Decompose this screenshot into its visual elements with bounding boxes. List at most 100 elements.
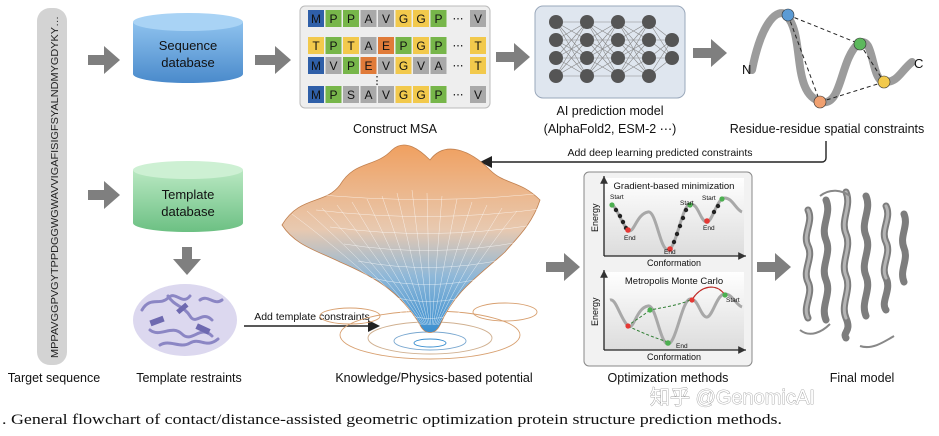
monte-carlo-plot: Metropolis Monte Carlo Energy Conformati… xyxy=(590,270,746,362)
template-structure-image: Template restraints xyxy=(133,284,242,385)
msa-cell-letter: P xyxy=(329,88,337,102)
mesh-line xyxy=(343,241,521,251)
mesh-line xyxy=(315,207,549,217)
msa-cell xyxy=(325,10,342,27)
mc-jumps xyxy=(627,286,726,343)
msa-vertical-dots: ⋮ xyxy=(372,75,383,87)
arrow-seq-to-seqdb xyxy=(88,46,120,74)
panel2-end: End xyxy=(676,343,688,350)
msa-ellipsis: ⋯ xyxy=(453,60,464,72)
msa-cell xyxy=(325,37,342,54)
msa-cell-letter: P xyxy=(434,39,442,53)
network-nodes xyxy=(549,15,679,83)
msa-cell-letter: P xyxy=(434,88,442,102)
optimization-panel: Gradient-based minimization Energy Confo… xyxy=(583,171,753,385)
msa-cell-letter: A xyxy=(364,88,372,102)
panel1-end-c: End xyxy=(703,225,715,232)
network-node xyxy=(549,69,563,83)
network-node xyxy=(642,33,656,47)
mesh-line xyxy=(291,213,421,326)
msa-cell-letter: M xyxy=(311,59,321,73)
mesh-line xyxy=(329,224,535,234)
msa-ellipsis: ⋯ xyxy=(453,89,464,101)
mesh-line xyxy=(411,189,430,326)
msa-cell-letter: P xyxy=(347,59,355,73)
constraints-label: Residue-residue spatial constraints xyxy=(730,122,925,136)
network-edge xyxy=(555,21,588,77)
msa-cell-letter: P xyxy=(329,39,337,53)
network-node xyxy=(580,33,594,47)
msa-cell xyxy=(308,37,324,54)
mesh-line xyxy=(426,192,432,326)
sequence-database-line2: database xyxy=(161,55,215,70)
msa-cell-letter: P xyxy=(434,12,442,26)
network-edge xyxy=(648,39,673,77)
residue-constraints-diagram: N C Residue-residue spatial constraints xyxy=(730,8,925,136)
mesh-line xyxy=(431,195,443,326)
msa-cell xyxy=(430,86,447,103)
network-node xyxy=(580,15,594,29)
msa-tail-cell xyxy=(470,86,486,103)
msa-cell xyxy=(430,37,447,54)
mesh-line xyxy=(357,258,507,268)
potential-surface xyxy=(281,144,541,333)
ai-model-label: AI prediction model xyxy=(556,104,663,118)
energy-landscape: Knowledge/Physics-based potential xyxy=(281,144,563,385)
msa-cell xyxy=(395,10,412,27)
panel2-start: Start xyxy=(726,297,740,304)
c-terminus-label: C xyxy=(914,56,923,71)
msa-cell-letter: T xyxy=(312,39,320,53)
n-terminus-label: N xyxy=(742,62,751,77)
network-node xyxy=(642,51,656,65)
msa-ellipsis: ⋯ xyxy=(453,13,464,25)
ai-model-panel: AI prediction model (AlphaFold2, ESM-2 ⋯… xyxy=(534,5,686,136)
msa-cell-letter: G xyxy=(399,12,408,26)
msa-cell-letter: V xyxy=(329,59,337,73)
network-node xyxy=(580,51,594,65)
network-node xyxy=(549,51,563,65)
msa-cell-letter: A xyxy=(364,39,372,53)
arrow-opt-to-final xyxy=(757,253,791,281)
template-database-line2: database xyxy=(161,204,215,219)
msa-cell-letter: G xyxy=(399,59,408,73)
arrow-seq-to-templatedb xyxy=(88,181,120,209)
ai-model-sublabel: (AlphaFold2, ESM-2 ⋯) xyxy=(544,122,677,136)
msa-cell-letter: G xyxy=(416,88,425,102)
potential-label: Knowledge/Physics-based potential xyxy=(335,371,532,385)
mesh-line xyxy=(336,204,424,326)
msa-cell xyxy=(413,10,429,27)
network-node xyxy=(665,33,679,47)
watermark: 知乎 @GenomicAI xyxy=(650,386,815,409)
mesh-line xyxy=(435,204,488,326)
msa-cell-letter: M xyxy=(311,12,321,26)
msa-cell xyxy=(360,57,377,74)
gradient-minimization-plot: Gradient-based minimization Energy Confo… xyxy=(590,176,746,268)
target-sequence-text: MPPAVGGPVGYTPPDGGWGWAVVIGAFISIGFSYALNDMY… xyxy=(50,16,61,358)
final-model-label: Final model xyxy=(830,371,895,385)
network-node xyxy=(665,51,679,65)
msa-cell-letter: V xyxy=(382,12,390,26)
msa-cell xyxy=(360,10,377,27)
figure-caption: . General flowchart of contact/distance-… xyxy=(2,412,782,428)
template-constraint-arrow: Add template constraints xyxy=(244,311,380,332)
msa-cell-letter: E xyxy=(364,59,372,73)
msa-cell xyxy=(325,86,342,103)
residue-dot-yellow xyxy=(877,75,891,89)
msa-cell xyxy=(308,10,324,27)
constraint-line-4 xyxy=(787,14,821,103)
msa-tail-letter: T xyxy=(474,39,482,53)
msa-cell xyxy=(413,37,429,54)
mesh-line xyxy=(351,201,426,326)
panel1-end-b: End xyxy=(664,249,676,256)
surface-mesh xyxy=(291,189,563,326)
network-node xyxy=(611,15,625,29)
msa-tail-letter: T xyxy=(474,59,482,73)
network-edge xyxy=(586,21,619,77)
msa-label: Construct MSA xyxy=(353,122,438,136)
msa-cell-letter: V xyxy=(382,88,390,102)
msa-cell-letter: T xyxy=(347,39,355,53)
